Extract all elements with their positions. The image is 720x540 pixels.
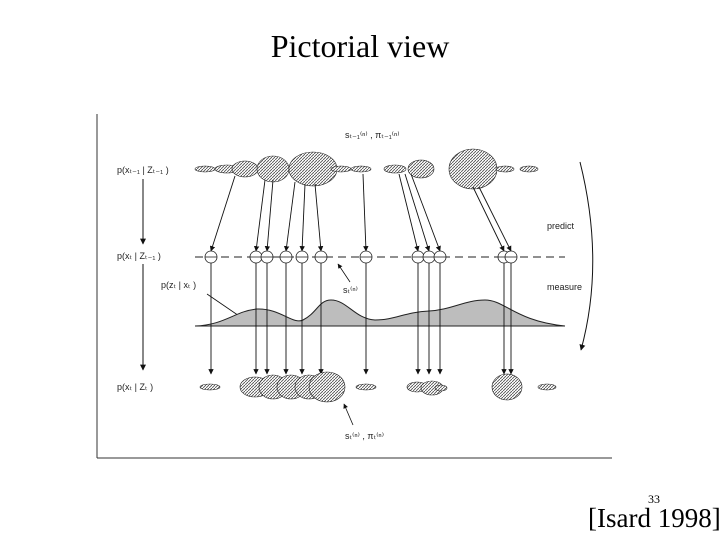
iteration-arrow bbox=[579, 161, 594, 351]
measure-arrows bbox=[208, 263, 514, 375]
prior-samples bbox=[194, 148, 539, 190]
prior-sample bbox=[231, 160, 259, 178]
row-label-posterior: p(xₜ | Zₜ ) bbox=[117, 382, 153, 392]
citation: [Isard 1998] bbox=[588, 503, 720, 533]
measure-label: measure bbox=[547, 282, 582, 292]
top-sample-label: sₜ₋₁⁽ⁿ⁾ , πₜ₋₁⁽ⁿ⁾ bbox=[345, 130, 400, 140]
posterior-sample bbox=[434, 384, 448, 392]
row-label-prior: p(xₜ₋₁ | Zₜ₋₁ ) bbox=[117, 165, 169, 175]
row-label-likelihood: p(zₜ | xₜ ) bbox=[161, 280, 196, 290]
prior-sample bbox=[519, 165, 539, 173]
bottom-sample-pointer bbox=[343, 403, 354, 426]
posterior-sample bbox=[199, 383, 221, 391]
prior-sample bbox=[330, 165, 352, 173]
prior-sample bbox=[256, 155, 290, 183]
page-number: 33 bbox=[648, 492, 660, 506]
posterior-sample bbox=[355, 383, 377, 391]
mid-sample-label: sₜ⁽ⁿ⁾ bbox=[343, 285, 358, 295]
prior-sample bbox=[350, 165, 372, 173]
bottom-sample-label: sₜ⁽ⁿ⁾ , πₜ⁽ⁿ⁾ bbox=[345, 431, 384, 441]
measurement-density bbox=[194, 299, 566, 327]
predicted-samples bbox=[204, 250, 518, 264]
prior-sample bbox=[407, 159, 435, 179]
posterior-sample bbox=[308, 371, 346, 403]
prior-sample bbox=[288, 151, 338, 187]
prior-sample bbox=[495, 165, 515, 173]
prior-sample bbox=[383, 164, 407, 174]
posterior-sample bbox=[491, 373, 523, 401]
posterior-sample bbox=[537, 383, 557, 391]
row-label-predicted: p(xₜ | Zₜ₋₁ ) bbox=[117, 251, 161, 261]
posterior-samples bbox=[199, 371, 557, 403]
slide-title: Pictorial view bbox=[270, 28, 450, 64]
predict-arrows bbox=[209, 173, 512, 252]
prior-sample bbox=[194, 165, 216, 173]
predict-label: predict bbox=[547, 221, 575, 231]
mid-sample-pointer bbox=[337, 263, 351, 283]
condensation-diagram: p(xₜ₋₁ | Zₜ₋₁ ) p(xₜ | Zₜ₋₁ ) p(zₜ | xₜ … bbox=[96, 114, 612, 459]
prior-sample bbox=[448, 148, 498, 190]
